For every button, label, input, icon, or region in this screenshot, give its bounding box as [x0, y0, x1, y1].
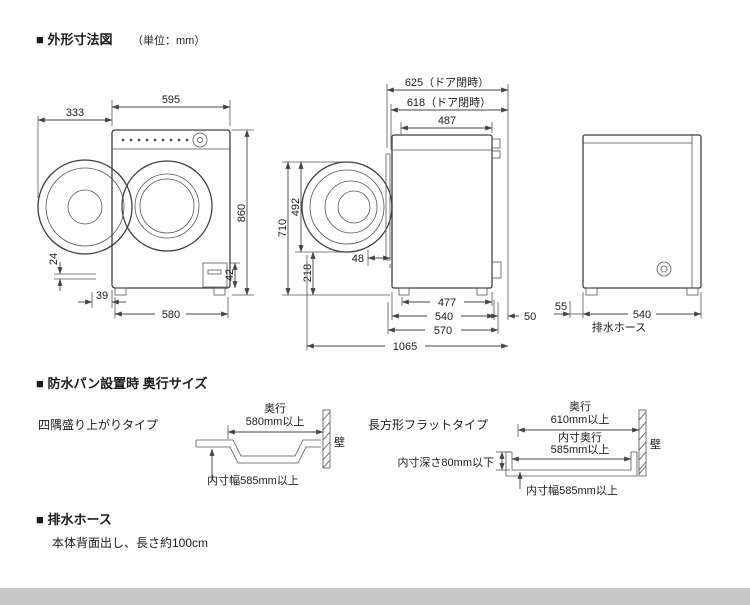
- pan-flat-depth-value: 610mm以上: [551, 413, 610, 426]
- dim-front-top-width: 595: [162, 94, 180, 106]
- side-rear-inlet: [491, 138, 501, 149]
- section-dimensions: ■ 外形寸法図 （単位：mm）: [36, 32, 702, 353]
- pan-corner-profile: [196, 439, 321, 457]
- front-buttons: [121, 138, 189, 142]
- rear-body: [582, 134, 702, 289]
- side-open-door: [301, 161, 393, 253]
- pan-flat-inner-depth-value: 585mm以上: [551, 443, 610, 456]
- front-foot-right: [213, 287, 226, 296]
- side-rear-hose: [491, 261, 502, 279]
- front-foot-left: [114, 287, 127, 296]
- side-foot-rear: [476, 287, 488, 296]
- front-body: [111, 129, 231, 289]
- dim-rear-side-gap: 55: [555, 301, 567, 313]
- dim-side-opening-bottom: 218: [302, 264, 314, 282]
- dim-side-depth-door2: 618（ドア閉時）: [407, 96, 491, 109]
- rear-view-drawing: 55 540 排水ホース: [554, 134, 702, 334]
- pan-flat-wall-label: 壁: [650, 437, 661, 451]
- rear-hose-label: 排水ホース: [592, 320, 646, 334]
- pan-flat-wall: [638, 409, 647, 477]
- pan-corner-depth-label: 奥行: [264, 401, 286, 415]
- section-dimensions-title: ■ 外形寸法図: [36, 32, 112, 47]
- front-dial: [192, 132, 208, 148]
- front-service-panel: [202, 262, 228, 288]
- pan-flat-type: 長方形フラットタイプ 壁 奥行 610mm以上 内寸奥行 585mm以上 内: [368, 399, 661, 497]
- pan-flat-profile: [505, 452, 638, 477]
- dim-rear-width: 540: [633, 309, 651, 321]
- dim-front-bottom-offset: 39: [96, 290, 108, 302]
- pan-flat-inner-depth-label: 内寸奥行: [558, 430, 602, 444]
- dim-front-bottom-width: 580: [162, 309, 180, 321]
- dim-front-height: 860: [236, 204, 248, 222]
- dim-side-total-depth: 1065: [393, 341, 417, 353]
- rear-foot-left: [585, 287, 598, 296]
- pan-flat-inner-height: 内寸深さ80mm以下: [397, 455, 494, 469]
- pan-corner-depth-value: 580mm以上: [246, 415, 305, 428]
- pan-corner-wall-label: 壁: [334, 435, 345, 449]
- front-drum-opening: [121, 160, 213, 252]
- dim-side-door-gap: 48: [352, 253, 364, 265]
- dim-side-body-depth: 487: [438, 115, 456, 127]
- section-hose: ■ 排水ホース 本体背面出し、長さ約100cm: [36, 512, 208, 550]
- pan-corner-type: 四隅盛り上がりタイプ 壁 奥行 580mm以上 内寸幅585mm以上: [38, 401, 345, 487]
- pan-flat-label: 長方形フラットタイプ: [368, 417, 488, 432]
- bottom-bar: [0, 588, 750, 605]
- pan-corner-wall: [322, 409, 331, 469]
- section-hose-title: ■ 排水ホース: [36, 512, 112, 527]
- dim-front-panel-height: 42: [224, 269, 236, 281]
- dim-side-depth-door1: 625（ドア閉時）: [405, 76, 489, 89]
- front-view-drawing: 595 333 860 42 24 39: [37, 94, 254, 321]
- dim-side-base-depth: 477: [438, 297, 456, 309]
- pan-corner-label: 四隅盛り上がりタイプ: [38, 417, 158, 432]
- dim-side-depth-full: 570: [434, 325, 452, 337]
- section-dimensions-unit: （単位：mm）: [132, 33, 205, 47]
- dim-side-opening-top: 710: [277, 219, 289, 237]
- dim-side-opening-dia: 492: [290, 198, 302, 216]
- dim-side-depth-mid: 540: [435, 311, 453, 323]
- dim-front-foot-height: 24: [48, 253, 60, 265]
- dim-front-door-width: 333: [66, 107, 84, 119]
- section-pan: ■ 防水パン設置時 奥行サイズ 四隅盛り上がりタイプ 壁 奥行 580mm以上 …: [36, 376, 661, 497]
- side-body: [391, 134, 493, 289]
- dim-side-rear-gap: 50: [524, 311, 536, 323]
- pan-flat-inner-width: 内寸幅585mm以上: [526, 483, 618, 497]
- pan-corner-inner-width: 内寸幅585mm以上: [207, 473, 299, 487]
- side-foot-front: [398, 287, 410, 296]
- section-pan-title: ■ 防水パン設置時 奥行サイズ: [36, 376, 207, 391]
- side-view-drawing: 625（ドア閉時） 618（ドア閉時） 487 710 492 218 48: [277, 76, 536, 353]
- rear-foot-right: [686, 287, 699, 296]
- pan-flat-depth-label: 奥行: [569, 399, 591, 413]
- front-open-door: [37, 159, 133, 255]
- section-hose-body: 本体背面出し、長さ約100cm: [52, 535, 208, 550]
- rear-drain-cap: [656, 261, 672, 277]
